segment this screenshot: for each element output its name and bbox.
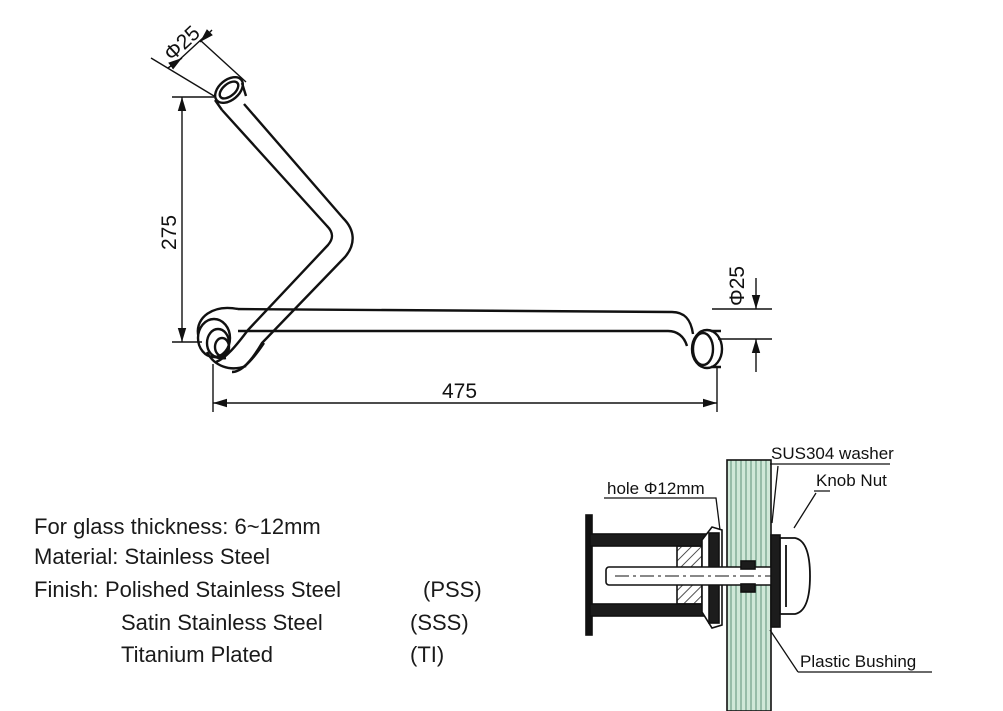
right-diameter-label: Φ25 — [726, 266, 749, 306]
finish-ti-name: Titanium Plated — [121, 642, 274, 667]
handle-view — [196, 75, 724, 374]
height-label: 275 — [158, 215, 181, 250]
spec-material: Material: Stainless Steel — [34, 544, 270, 569]
bushing-callout: Plastic Bushing — [800, 652, 916, 671]
callout-leaders — [604, 463, 932, 673]
finish-pss-name: Polished Stainless Steel — [105, 577, 342, 602]
diagonal-tube — [215, 103, 354, 374]
length-label: 475 — [442, 380, 477, 403]
knob-nut-callout: Knob Nut — [816, 471, 887, 490]
washer-callout: SUS304 washer — [771, 444, 894, 463]
finish-pss-code: (PSS) — [423, 577, 482, 602]
dimension-lines — [150, 29, 772, 412]
hole-callout: hole Φ12mm — [607, 479, 705, 498]
finish-sss-code: (SSS) — [410, 610, 469, 635]
knob-nut — [779, 537, 811, 615]
right-end-cap — [690, 328, 724, 370]
horizontal-bar — [232, 307, 695, 347]
finish-sss-name: Satin Stainless Steel — [121, 610, 323, 635]
washers — [740, 534, 781, 628]
section-detail: hole Φ12mm SUS304 washer Knob Nut Plasti… — [585, 444, 932, 711]
spec-glass-thickness: For glass thickness: 6~12mm — [34, 514, 321, 539]
finish-ti-code: (TI) — [410, 642, 445, 667]
bolt — [605, 566, 787, 586]
spec-finish-label: Finish: — [34, 577, 99, 602]
top-diameter-label: Φ25 — [160, 21, 205, 65]
top-end-cap — [213, 75, 248, 111]
